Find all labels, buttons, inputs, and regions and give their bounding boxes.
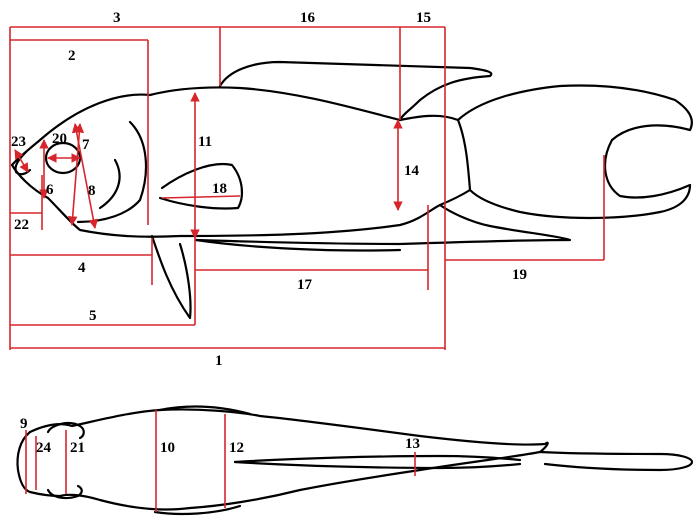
label-2: 2 [68, 48, 76, 64]
label-10: 10 [160, 440, 175, 456]
label-9: 9 [20, 416, 28, 432]
label-4: 4 [78, 260, 86, 276]
label-1: 1 [215, 353, 223, 369]
caudal-fin-outline [458, 86, 692, 218]
dorsal-view-fish-outline [18, 407, 693, 514]
label-18: 18 [212, 181, 227, 197]
label-5: 5 [89, 308, 97, 324]
label-23: 23 [11, 134, 26, 150]
label-15: 15 [416, 10, 431, 26]
lateral-view-fish-outline [12, 62, 692, 318]
arrow-7 [72, 124, 80, 225]
label-21: 21 [70, 440, 85, 456]
label-12: 12 [229, 440, 244, 456]
label-24: 24 [36, 440, 52, 456]
dorsal-fin-stripe-lower-outline [235, 462, 520, 468]
dorsal-snout-outline [18, 432, 31, 492]
dorsal-right-eye-outline [48, 486, 82, 498]
label-11: 11 [198, 134, 212, 150]
dorsal-tail-outline [540, 452, 692, 470]
lateral-labels: 3 16 15 2 23 20 7 6 8 22 11 18 14 4 17 1… [11, 10, 527, 369]
measure-line-18 [162, 196, 240, 198]
label-19: 19 [512, 267, 527, 283]
label-14: 14 [404, 163, 420, 179]
pectoral-fin-outline [160, 164, 242, 208]
lateral-body-outline [12, 87, 470, 236]
label-20: 20 [52, 131, 67, 147]
label-3: 3 [113, 10, 121, 26]
label-8: 8 [88, 183, 96, 199]
label-6: 6 [46, 182, 54, 198]
label-13: 13 [405, 436, 420, 452]
label-22: 22 [14, 217, 29, 233]
label-7: 7 [82, 137, 90, 153]
lateral-measurement-lines [10, 27, 604, 350]
pelvic-fin-outline [152, 236, 191, 318]
label-16: 16 [300, 10, 316, 26]
label-17: 17 [297, 277, 313, 293]
dorsal-labels: 9 24 21 10 12 13 [20, 416, 420, 456]
preoperculum-outline [100, 160, 120, 208]
